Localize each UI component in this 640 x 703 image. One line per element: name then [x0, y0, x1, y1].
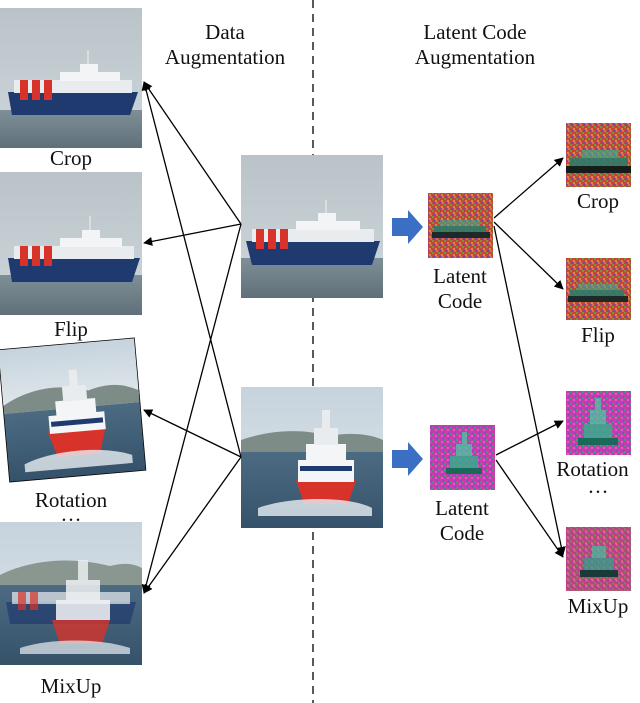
arrow-tug-to-rotation [143, 409, 242, 458]
latent-crop-image [566, 123, 631, 187]
latent-flip-image [566, 258, 631, 320]
right-label-rotation: Rotation [556, 457, 629, 481]
arrow-ship-to-flip [143, 223, 242, 246]
encode-arrow-1 [392, 210, 423, 244]
right-label-mixup: MixUp [567, 594, 629, 618]
arrow-latent1-to-flip [493, 221, 564, 290]
arrow-latent2-to-mixup [495, 459, 564, 558]
flip-image [0, 172, 142, 315]
left-label-flip: Flip [54, 317, 88, 341]
latent-code-1 [428, 193, 493, 258]
arrow-ship-to-crop [143, 81, 242, 225]
latent-code-label-2: Latent Code [435, 496, 489, 545]
right-label-crop: Crop [577, 189, 619, 213]
rotation-image [0, 337, 147, 483]
left-label-ellipsis: … [60, 502, 82, 526]
arrow-latent1-to-mixup [493, 225, 566, 556]
mixup-image [0, 522, 142, 665]
right-label-flip: Flip [581, 323, 615, 347]
data-augmentation-header: Data Augmentation [164, 20, 286, 69]
left-label-rotation: Rotation [34, 488, 108, 512]
arrow-latent1-to-crop [493, 157, 564, 219]
latent-augmentation-header: Latent Code Augmentation [414, 20, 536, 69]
latent-rotation-image [566, 391, 631, 455]
left-label-crop: Crop [50, 146, 92, 170]
latent-mixup-image [566, 527, 631, 591]
source-ship-image [241, 155, 383, 298]
arrow-latent2-to-rotation [495, 420, 564, 456]
arrow-ship-to-mixup [141, 223, 242, 594]
encode-arrow-2 [392, 442, 423, 476]
left-label-mixup: MixUp [40, 674, 102, 698]
arrow-tug-to-crop [141, 81, 242, 458]
arrow-tug-to-mixup [143, 456, 242, 594]
latent-code-2 [430, 425, 495, 490]
source-tugboat-image [241, 387, 383, 528]
latent-code-label-1: Latent Code [433, 264, 487, 313]
right-label-ellipsis: … [587, 474, 609, 498]
crop-image [0, 8, 142, 148]
